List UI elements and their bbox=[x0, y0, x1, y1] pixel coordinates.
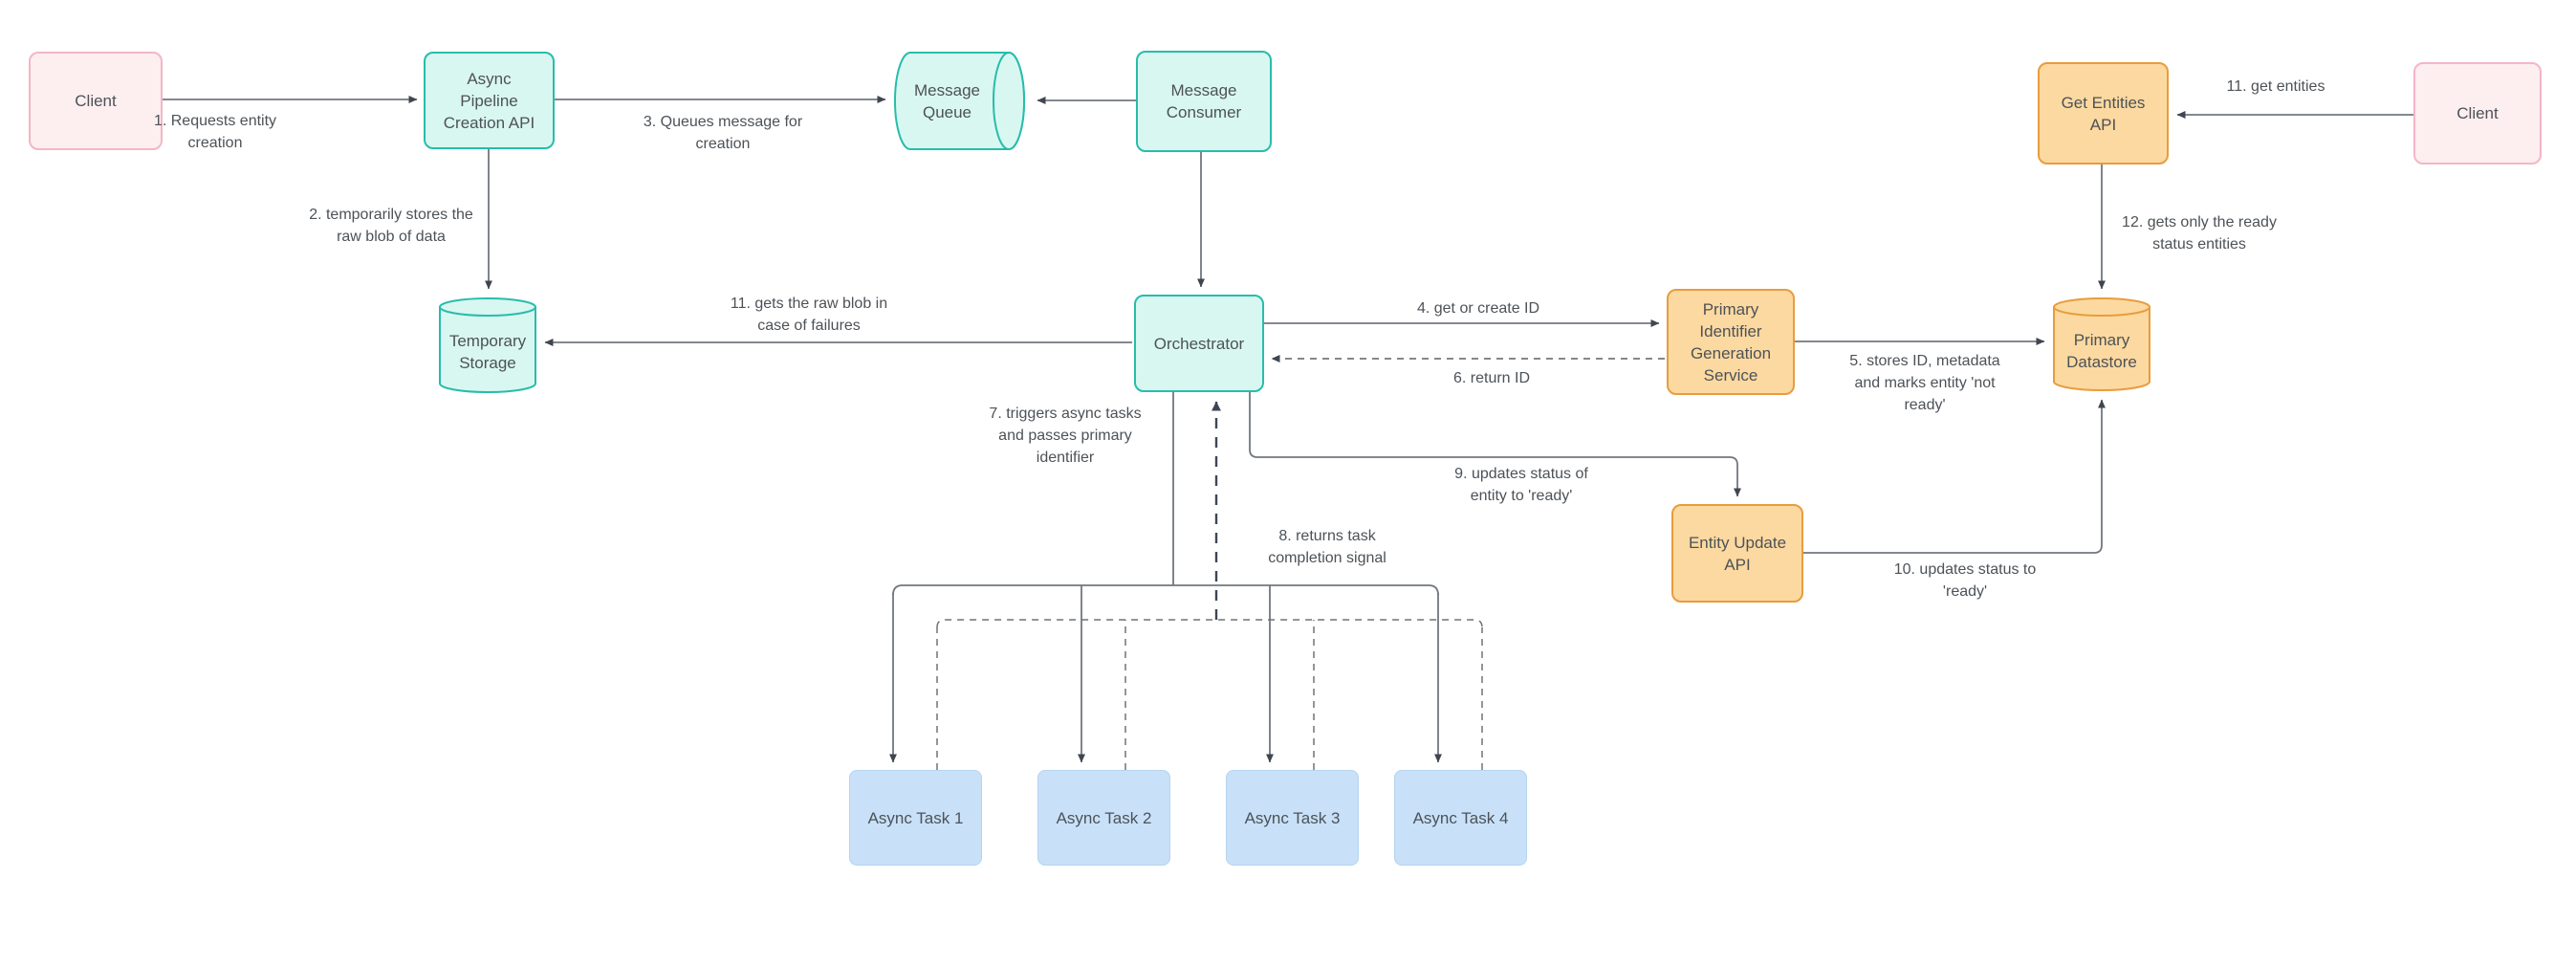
node-get-entities-api-label: Get Entities API bbox=[2061, 93, 2146, 134]
node-async-task-4-label: Async Task 4 bbox=[1412, 808, 1509, 827]
node-temporary-storage[interactable]: Temporary Storage bbox=[438, 296, 537, 394]
node-async-task-3[interactable]: Async Task 3 bbox=[1226, 770, 1359, 866]
node-get-entities-api[interactable]: Get Entities API bbox=[2038, 62, 2169, 165]
node-orchestrator-label: Orchestrator bbox=[1153, 334, 1245, 353]
edge-label-step-4: 4. get or create ID bbox=[1416, 300, 1540, 317]
edge-label-step-11-get-entities: 11. get entities bbox=[2226, 78, 2325, 95]
edge-label-step-1: 1. Requests entity creation bbox=[153, 113, 277, 151]
node-entity-update-api[interactable]: Entity Update API bbox=[1671, 504, 1803, 603]
node-message-consumer-label: Message Consumer bbox=[1166, 81, 1242, 121]
node-client-right[interactable]: Client bbox=[2413, 62, 2542, 165]
node-temporary-storage-label: Temporary Storage bbox=[448, 332, 527, 372]
node-async-task-1-label: Async Task 1 bbox=[867, 808, 964, 827]
node-async-task-2-label: Async Task 2 bbox=[1056, 808, 1152, 827]
edge-label-step-11-raw-blob: 11. gets the raw blob in case of failure… bbox=[730, 296, 888, 334]
node-async-pipeline-creation-api[interactable]: Async Pipeline Creation API bbox=[424, 52, 555, 149]
v-cylinder-shape bbox=[2053, 297, 2150, 391]
node-async-task-1[interactable]: Async Task 1 bbox=[849, 770, 982, 866]
edge-label-step-5: 5. stores ID, metadata and marks entity … bbox=[1849, 353, 2000, 413]
node-message-queue[interactable]: Message Queue bbox=[893, 51, 1026, 151]
edge-10-updates-status-ready bbox=[1803, 399, 2106, 554]
node-message-consumer[interactable]: Message Consumer bbox=[1136, 51, 1272, 152]
edge-label-step-7: 7. triggers async tasks and passes prima… bbox=[989, 406, 1142, 466]
node-primary-datastore-label: Primary Datastore bbox=[2066, 331, 2137, 371]
node-async-task-3-label: Async Task 3 bbox=[1244, 808, 1341, 827]
edge-7-fan-bar bbox=[892, 584, 1439, 596]
v-cylinder-shape bbox=[439, 297, 536, 393]
node-orchestrator[interactable]: Orchestrator bbox=[1134, 295, 1264, 392]
node-primary-identifier-generation-service-label: Primary Identifier Generation Service bbox=[1690, 299, 1772, 384]
edge-label-step-8: 8. returns task completion signal bbox=[1268, 528, 1386, 566]
edge-label-step-9: 9. updates status of entity to 'ready' bbox=[1454, 466, 1588, 504]
node-primary-datastore[interactable]: Primary Datastore bbox=[2052, 296, 2151, 392]
node-client-right-label: Client bbox=[2456, 104, 2499, 122]
node-client-left-label: Client bbox=[75, 92, 117, 110]
h-cylinder-shape bbox=[894, 52, 1025, 150]
node-primary-identifier-generation-service[interactable]: Primary Identifier Generation Service bbox=[1667, 289, 1795, 395]
edge-9-updates-status-ready bbox=[1249, 392, 1741, 497]
node-entity-update-api-label: Entity Update API bbox=[1688, 533, 1787, 574]
edge-label-step-10: 10. updates status to 'ready' bbox=[1893, 561, 2037, 600]
node-async-task-4[interactable]: Async Task 4 bbox=[1394, 770, 1527, 866]
node-message-queue-label: Message Queue bbox=[914, 80, 980, 121]
node-async-task-2[interactable]: Async Task 2 bbox=[1037, 770, 1170, 866]
edge-label-step-6: 6. return ID bbox=[1452, 370, 1531, 386]
edge-label-step-2: 2. temporarily stores the raw blob of da… bbox=[309, 207, 473, 245]
edge-label-step-3: 3. Queues message for creation bbox=[643, 114, 803, 152]
node-client-left[interactable]: Client bbox=[29, 52, 163, 150]
node-async-pipeline-creation-api-label: Async Pipeline Creation API bbox=[443, 69, 535, 132]
edge-8-fan-bar bbox=[936, 619, 1483, 628]
edge-label-step-12: 12. gets only the ready status entities bbox=[2122, 214, 2277, 252]
